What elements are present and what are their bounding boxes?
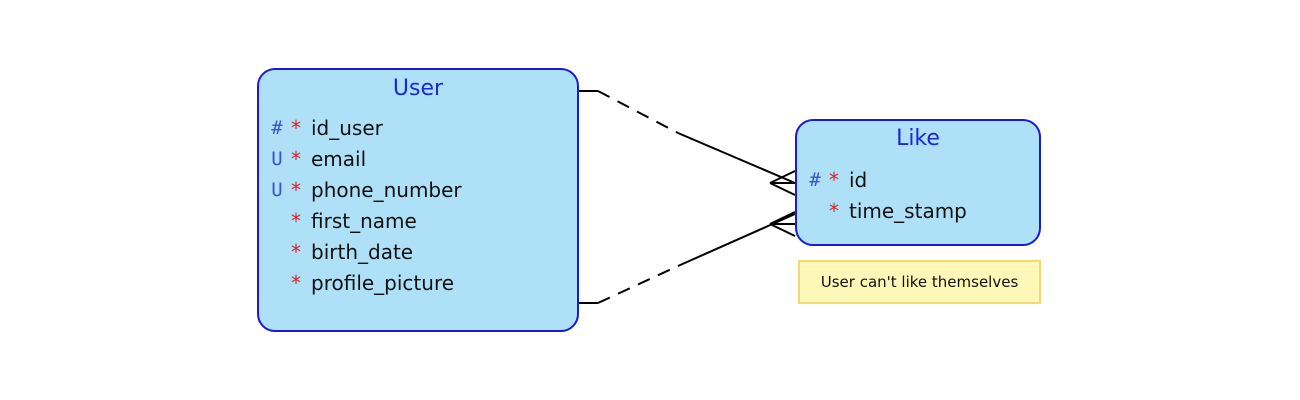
crowsfoot-lower — [769, 223, 796, 237]
required-marker: * — [291, 271, 301, 295]
attribute-name: profile_picture — [311, 271, 455, 295]
required-marker: * — [829, 199, 839, 223]
required-marker: * — [291, 116, 301, 140]
attribute-name: id — [849, 168, 868, 192]
crowsfoot-lower — [769, 182, 796, 196]
entity-like[interactable]: Like — [795, 119, 1041, 246]
constraint-note: User can't like themselves — [798, 260, 1041, 304]
unique-key-marker: U — [271, 148, 283, 170]
entity-title: Like — [896, 126, 940, 151]
crowsfoot-upper — [769, 211, 796, 225]
unique-key-marker: U — [271, 179, 283, 201]
attribute-name: birth_date — [311, 240, 414, 264]
required-marker: * — [291, 178, 301, 202]
entity-user[interactable]: User — [257, 68, 579, 332]
required-marker: * — [291, 209, 301, 233]
required-marker: * — [291, 240, 301, 264]
attribute-name: id_user — [311, 116, 383, 140]
attribute-name: phone_number — [311, 178, 462, 202]
relationship-1 — [579, 90, 796, 196]
attribute-name: email — [311, 147, 367, 171]
relationship-2 — [579, 211, 796, 304]
primary-key-marker: # — [271, 117, 283, 139]
attribute-name: first_name — [311, 209, 417, 233]
required-marker: * — [291, 147, 301, 171]
required-marker: * — [829, 168, 839, 192]
attribute-name: time_stamp — [849, 199, 967, 223]
entity-title: User — [392, 76, 444, 101]
primary-key-marker: # — [809, 169, 821, 191]
crowsfoot-upper — [769, 170, 796, 184]
